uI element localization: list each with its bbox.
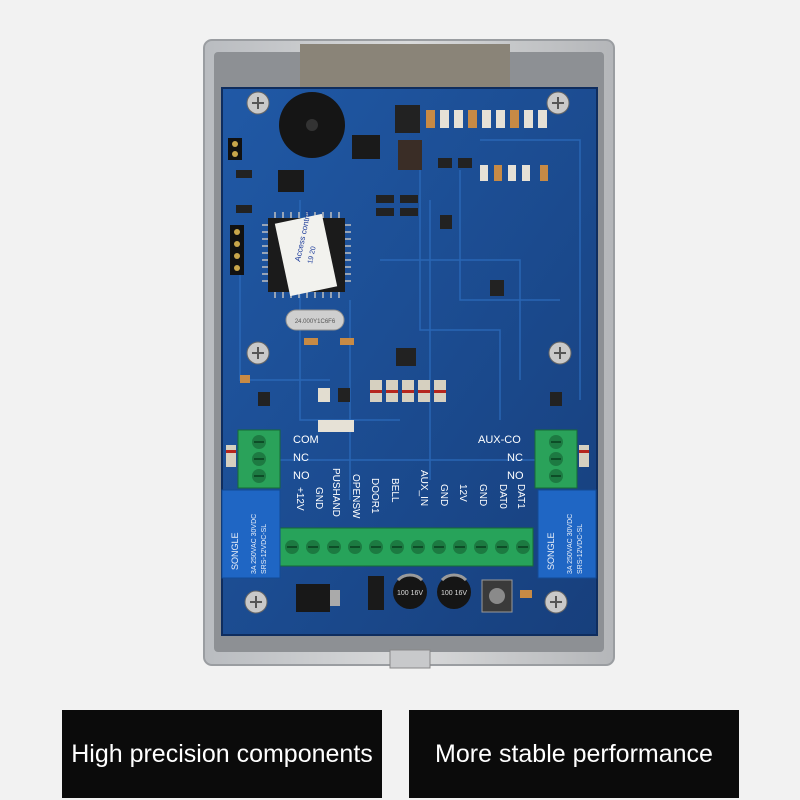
caption-stable-performance: More stable performance	[409, 710, 739, 798]
terminal-label: OPENSW	[350, 474, 361, 519]
ic-u4	[278, 170, 304, 192]
main-terminal-block	[279, 527, 534, 567]
relay-rating: 3A 250VAC 30VDC	[251, 514, 258, 574]
terminal-label: BELL	[389, 478, 400, 503]
coil	[395, 105, 420, 133]
terminal-label: DAT1	[515, 484, 526, 509]
relay-brand: SONGLE	[230, 532, 240, 570]
circuit-board: Access control 19 20 24.000Y1C6F6 COM NC…	[221, 87, 598, 636]
crystal-oscillator: 24.000Y1C6F6	[285, 309, 345, 331]
label-left-no: NO	[293, 470, 310, 482]
relay-rating: 3A 250VAC 30VDC	[567, 514, 574, 574]
label-aux-co: AUX-CO	[478, 434, 521, 446]
inductor	[398, 140, 422, 170]
terminal-label: PUSHAND	[330, 468, 341, 517]
diode-d1	[368, 576, 384, 610]
buzzer	[279, 92, 345, 158]
crystal-label: 24.000Y1C6F6	[295, 319, 336, 325]
relay-terminal-left	[237, 429, 281, 489]
label-right-no: NO	[507, 470, 524, 482]
chip-sticker-numbers: 19 20	[307, 246, 318, 265]
label-right-nc: NC	[507, 452, 523, 464]
terminal-label: GND	[477, 484, 488, 506]
terminal-label: +12V	[294, 487, 305, 511]
main-microcontroller	[262, 212, 351, 298]
screw-icon	[244, 91, 572, 614]
terminal-label: GND	[313, 487, 324, 509]
relay-brand: SONGLE	[546, 532, 556, 570]
terminal-label: AUX_IN	[418, 470, 429, 506]
relay-right: SONGLE 3A 250VAC 30VDC SRS-12VDC-SL	[537, 489, 597, 579]
terminal-label: 12V	[457, 484, 468, 502]
capacitor-label: 100 16V	[441, 590, 467, 597]
terminal-label: GND	[438, 484, 449, 506]
smd-components	[236, 110, 562, 406]
voltage-regulator	[296, 584, 340, 612]
relay-model: SRS-12VDC-SL	[261, 524, 268, 574]
caption-high-precision: High precision components	[62, 710, 382, 798]
terminal-label: DAT0	[497, 484, 508, 509]
capacitor-c2: 100 16V	[393, 573, 427, 609]
terminal-labels: +12V GND PUSHAND OPENSW DOOR1 BELL AUX_I…	[294, 468, 526, 519]
capacitor-label: 100 16V	[397, 590, 423, 597]
capacitor-c1: 100 16V	[437, 573, 471, 609]
resistor-r20	[520, 590, 532, 598]
relay-left: SONGLE 3A 250VAC 30VDC SRS-12VDC-SL	[221, 489, 281, 579]
relay-model: SRS-12VDC-SL	[577, 524, 584, 574]
tact-switch	[481, 579, 513, 613]
label-left-nc: NC	[293, 452, 309, 464]
relay-terminal-right	[534, 429, 578, 489]
terminal-label: DOOR1	[369, 478, 380, 514]
ic-u6	[352, 135, 380, 159]
pin-header	[228, 138, 244, 275]
label-com: COM	[293, 434, 319, 446]
diode-row	[318, 380, 446, 432]
